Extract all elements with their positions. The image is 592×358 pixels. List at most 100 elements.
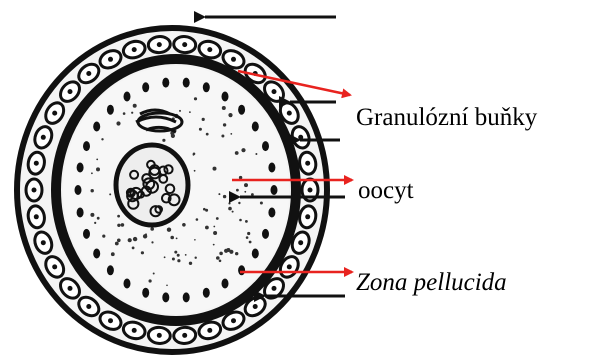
- cortical-granule: [142, 288, 149, 298]
- cortical-granule: [75, 185, 82, 195]
- cytoplasm-granule: [223, 195, 226, 198]
- granulosa-cell-nucleus: [108, 57, 113, 62]
- cytoplasm-granule: [222, 106, 226, 110]
- cytoplasm-granule: [109, 193, 111, 195]
- cytoplasm-granule: [216, 217, 219, 220]
- cytoplasm-granule: [203, 208, 206, 211]
- granulosa-cell-nucleus: [68, 89, 73, 94]
- granulosa-cell-nucleus: [305, 214, 310, 219]
- cytoplasm-granule: [230, 133, 232, 135]
- cytoplasm-granule: [213, 167, 217, 171]
- cytoplasm-granule: [228, 202, 230, 204]
- cytoplasm-granule: [219, 260, 222, 263]
- granulosa-cell-nucleus: [41, 240, 46, 245]
- cortical-granule: [252, 122, 259, 132]
- granulosa-cell-nucleus: [207, 328, 212, 333]
- cytoplasm-granule: [182, 223, 186, 227]
- cytoplasm-granule: [249, 241, 252, 244]
- cytoplasm-granule: [117, 239, 121, 243]
- cytoplasm-granule: [251, 193, 254, 196]
- granulosa-cell-nucleus: [108, 318, 113, 323]
- cytoplasm-granule: [101, 138, 103, 140]
- cytoplasm-granule: [132, 247, 135, 250]
- cytoplasm-granule: [213, 226, 215, 228]
- cytoplasm-granule: [111, 252, 115, 256]
- cytoplasm-granule: [177, 254, 180, 257]
- granulosa-cell-nucleus: [272, 286, 277, 291]
- cytoplasm-granule: [236, 189, 239, 192]
- cytoplasm-granule: [128, 238, 132, 242]
- cortical-granule: [124, 279, 131, 289]
- cytoplasm-granule: [94, 222, 96, 224]
- cortical-granule: [107, 265, 114, 275]
- cytoplasm-granule: [96, 159, 98, 161]
- granulosa-cell-nucleus: [86, 304, 91, 309]
- granulosa-cell-nucleus: [157, 333, 162, 338]
- cytoplasm-granule: [213, 231, 217, 235]
- cytoplasm-granule: [221, 135, 224, 138]
- label-granulosa-cells: Granulózní buňky: [356, 104, 538, 131]
- cytoplasm-granule: [244, 183, 248, 187]
- cytoplasm-granule: [246, 236, 249, 239]
- granulosa-cell-nucleus: [182, 42, 187, 47]
- cytoplasm-granule: [164, 256, 166, 258]
- cortical-granule: [83, 141, 90, 151]
- cytoplasm-granule: [150, 227, 154, 231]
- granulosa-cell-nucleus: [157, 42, 162, 47]
- cytoplasm-granule: [151, 241, 153, 243]
- cytoplasm-granule: [117, 224, 120, 227]
- cytoplasm-granule: [194, 97, 197, 100]
- cytoplasm-granule: [194, 239, 196, 241]
- cytoplasm-granule: [244, 191, 246, 193]
- cytoplasm-granule: [166, 285, 168, 287]
- cytoplasm-granule: [133, 104, 137, 108]
- follicle-drawing: [17, 17, 345, 352]
- oocyte-nucleus: [116, 145, 188, 225]
- cortical-granule: [238, 105, 245, 115]
- cortical-granule: [183, 78, 190, 88]
- cytoplasm-granule: [149, 279, 152, 282]
- cytoplasm-granule: [91, 172, 93, 174]
- granulosa-cell-nucleus: [34, 214, 39, 219]
- cytoplasm-granule: [141, 251, 144, 254]
- cytoplasm-granule: [131, 112, 133, 114]
- granulosa-cell-nucleus: [207, 47, 212, 52]
- granulosa-cell-nucleus: [305, 161, 310, 166]
- cytoplasm-granule: [97, 217, 100, 220]
- cytoplasm-granule: [228, 207, 232, 211]
- cytoplasm-granule: [235, 151, 239, 155]
- cortical-granule: [107, 105, 114, 115]
- cytoplasm-granule: [255, 153, 257, 155]
- cortical-granule: [252, 249, 259, 259]
- granulosa-cell-nucleus: [68, 286, 73, 291]
- granulosa-cell-nucleus: [52, 111, 57, 116]
- cytoplasm-granule: [202, 118, 205, 121]
- cytoplasm-granule: [91, 189, 94, 192]
- cytoplasm-granule: [199, 128, 202, 131]
- cortical-granule: [268, 163, 275, 173]
- granulosa-cell-nucleus: [41, 135, 46, 140]
- cortical-granule: [93, 122, 100, 132]
- granulosa-cell-nucleus: [272, 89, 277, 94]
- granulosa-cell-nucleus: [287, 264, 292, 269]
- granulosa-cell-nucleus: [132, 328, 137, 333]
- cortical-granule: [77, 163, 84, 173]
- granulosa-cell-nucleus: [132, 47, 137, 52]
- cytoplasm-granule: [143, 234, 147, 238]
- cytoplasm-granule: [238, 202, 240, 204]
- cortical-granule: [238, 265, 245, 275]
- granulosa-cell-nucleus: [287, 111, 292, 116]
- granulosa-cell-nucleus: [253, 304, 258, 309]
- cytoplasm-granule: [232, 211, 234, 213]
- cytoplasm-granule: [260, 202, 263, 205]
- cytoplasm-granule: [224, 249, 228, 253]
- cytoplasm-granule: [153, 273, 155, 275]
- cortical-granule: [124, 92, 131, 102]
- cytoplasm-granule: [116, 121, 120, 125]
- cytoplasm-granule: [228, 113, 232, 117]
- cytoplasm-granule: [179, 110, 181, 112]
- cortical-granule: [222, 279, 229, 289]
- cytoplasm-granule: [170, 236, 174, 240]
- cytoplasm-granule: [189, 111, 191, 113]
